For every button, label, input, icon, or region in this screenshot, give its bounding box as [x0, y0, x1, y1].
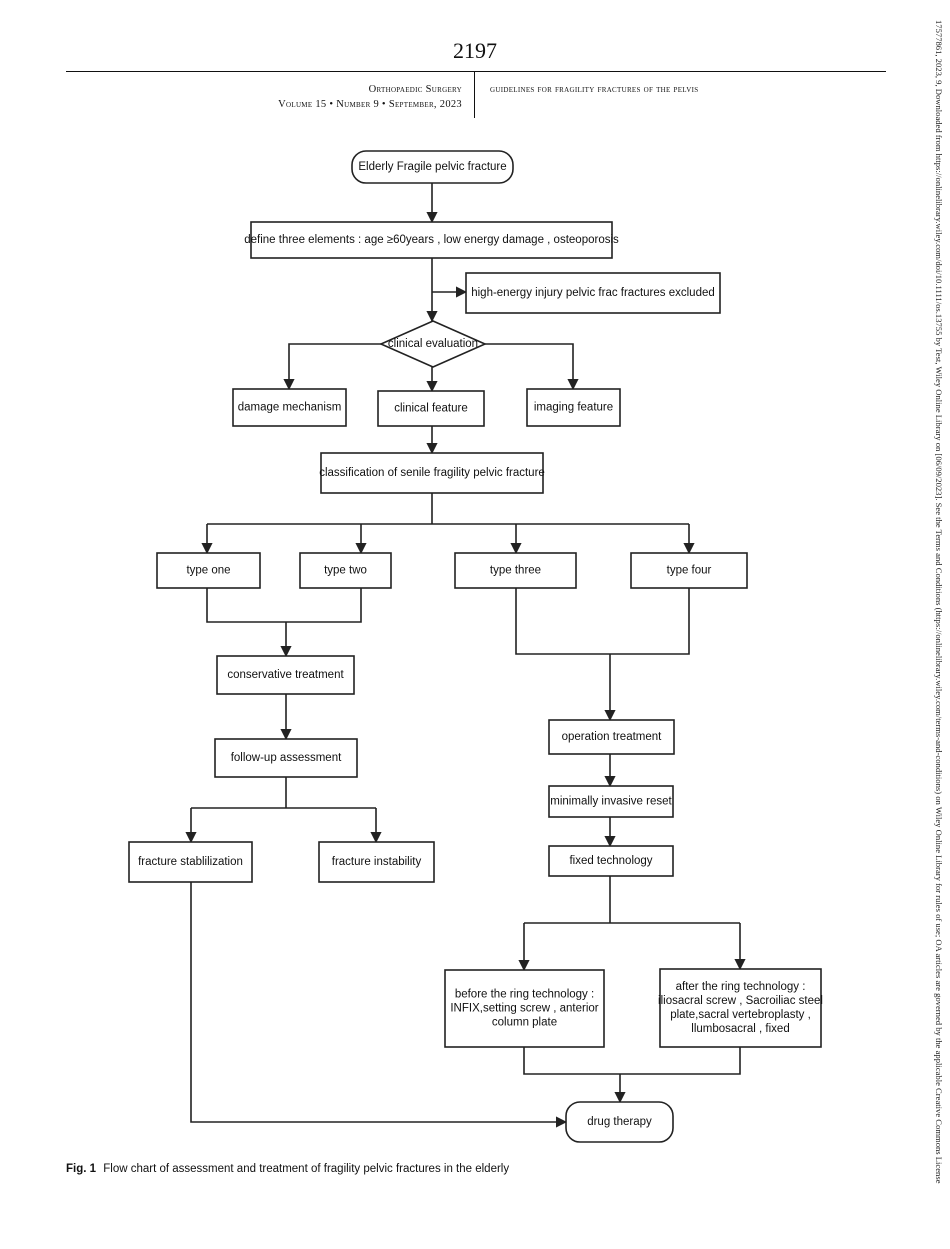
node-shape-clinical-feature: [377, 390, 485, 427]
node-define: define three elements : age ≥60years , l…: [244, 221, 619, 259]
node-shape-stabilization: [128, 841, 253, 883]
node-label-type-one: type one: [186, 565, 230, 577]
node-label-type-four: type four: [667, 565, 712, 577]
figure-caption: Fig. 1 Flow chart of assessment and trea…: [66, 1163, 886, 1175]
node-label-operation: operation treatment: [562, 731, 663, 743]
journal-info: Orthopaedic Surgery Volume 15 • Number 9…: [160, 82, 462, 112]
header-rule: [66, 71, 886, 72]
node-shape-imaging: [526, 388, 621, 427]
node-followup: follow-up assessment: [214, 738, 358, 778]
node-label-before-ring: column plate: [492, 1017, 557, 1029]
node-shape-drug: [565, 1101, 674, 1143]
node-type-two: type two: [299, 552, 392, 589]
node-shape-classification: [320, 452, 544, 494]
flowchart-nodes: Elderly Fragile pelvic fracture define th…: [128, 150, 823, 1143]
connector-14: [206, 588, 362, 623]
node-elderly: Elderly Fragile pelvic fracture: [351, 150, 514, 184]
figure-caption-text: Flow chart of assessment and treatment o…: [103, 1163, 510, 1175]
node-drug: drug therapy: [565, 1101, 674, 1143]
page-number: 2197: [453, 38, 497, 63]
node-shape-type-one: [156, 552, 261, 589]
node-label-clinical-feature: clinical feature: [394, 403, 468, 415]
node-shape-before-ring: [444, 969, 605, 1048]
connector-6: [485, 343, 579, 391]
node-shape-followup: [214, 738, 358, 778]
node-type-three: type three: [454, 552, 577, 589]
node-type-four: type four: [630, 552, 748, 589]
journal-volume: Volume 15 • Number 9 • September, 2023: [278, 99, 462, 110]
node-shape-after-ring: [659, 968, 822, 1048]
node-shape-conservative: [216, 655, 355, 695]
node-label-before-ring: INFIX,setting screw , anterior: [450, 1003, 598, 1015]
node-label-classification: classification of senile fragility pelvi…: [319, 467, 545, 479]
node-label-after-ring: after the ring technology :: [676, 981, 806, 993]
node-label-type-two: type two: [324, 565, 367, 577]
node-label-after-ring: llumbosacral , fixed: [691, 1023, 789, 1035]
node-label-clinical-eval: clinical evaluation: [388, 338, 478, 350]
node-shape-type-two: [299, 552, 392, 589]
connector-31: [190, 882, 568, 1128]
node-reset: minimally invasive reset: [548, 785, 674, 818]
node-operation: operation treatment: [548, 719, 675, 755]
flowchart-connectors: [185, 183, 746, 1128]
node-type-one: type one: [156, 552, 261, 589]
node-label-followup: follow-up assessment: [231, 752, 342, 764]
node-label-drug: drug therapy: [587, 1116, 652, 1128]
connector-29: [523, 1047, 741, 1075]
journal-name: Orthopaedic Surgery: [368, 84, 462, 95]
node-before-ring: before the ring technology : INFIX,settin…: [444, 969, 605, 1048]
node-label-conservative: conservative treatment: [227, 669, 344, 681]
node-imaging: imaging feature: [526, 388, 621, 427]
node-label-instability: fracture instability: [332, 856, 422, 868]
node-label-before-ring: before the ring technology :: [455, 989, 594, 1001]
node-label-reset: minimally invasive reset: [550, 796, 672, 808]
node-label-after-ring: plate,sacral vertebroplasty ,: [670, 1009, 811, 1021]
connector-16: [515, 588, 690, 655]
node-label-define: define three elements : age ≥60years , l…: [244, 234, 619, 246]
node-shape-define: [250, 221, 613, 259]
node-label-type-three: type three: [490, 565, 541, 577]
node-label-elderly: Elderly Fragile pelvic fracture: [358, 161, 506, 173]
node-conservative: conservative treatment: [216, 655, 355, 695]
figure-label: Fig. 1: [66, 1163, 97, 1175]
node-shape-excluded: [465, 272, 721, 314]
node-shape-instability: [318, 841, 435, 883]
node-clinical-feature: clinical feature: [377, 390, 485, 427]
download-notice: 17577861, 2023, 9, Downloaded from https…: [934, 20, 944, 1184]
flowchart: Elderly Fragile pelvic fracture define th…: [128, 150, 823, 1143]
node-label-stabilization: fracture stablilization: [138, 856, 243, 868]
node-label-imaging: imaging feature: [534, 402, 613, 414]
header-divider: [474, 72, 475, 118]
node-shape-type-three: [454, 552, 577, 589]
node-label-excluded: high-energy injury pelvic frac fractures…: [471, 287, 715, 299]
node-damage: damage mechanism: [232, 388, 347, 427]
node-fixed: fixed technology: [548, 845, 674, 877]
node-shape-type-four: [630, 552, 748, 589]
node-clinical-eval: clinical evaluation: [379, 320, 487, 368]
node-instability: fracture instability: [318, 841, 435, 883]
node-shape-reset: [548, 785, 674, 818]
node-stabilization: fracture stablilization: [128, 841, 253, 883]
node-shape-fixed: [548, 845, 674, 877]
node-after-ring: after the ring technology : iliosacral sc…: [658, 968, 823, 1048]
node-excluded: high-energy injury pelvic frac fractures…: [465, 272, 721, 314]
node-classification: classification of senile fragility pelvi…: [319, 452, 545, 494]
running-title: guidelines for fragility fractures of th…: [490, 84, 699, 95]
node-label-damage: damage mechanism: [238, 402, 342, 414]
node-shape-damage: [232, 388, 347, 427]
node-label-fixed: fixed technology: [569, 855, 652, 867]
node-shape-elderly: [351, 150, 514, 184]
node-label-after-ring: iliosacral screw , Sacroiliac steel: [658, 995, 823, 1007]
node-shape-clinical-eval: [379, 320, 487, 368]
node-shape-operation: [548, 719, 675, 755]
connector-5: [283, 343, 381, 391]
